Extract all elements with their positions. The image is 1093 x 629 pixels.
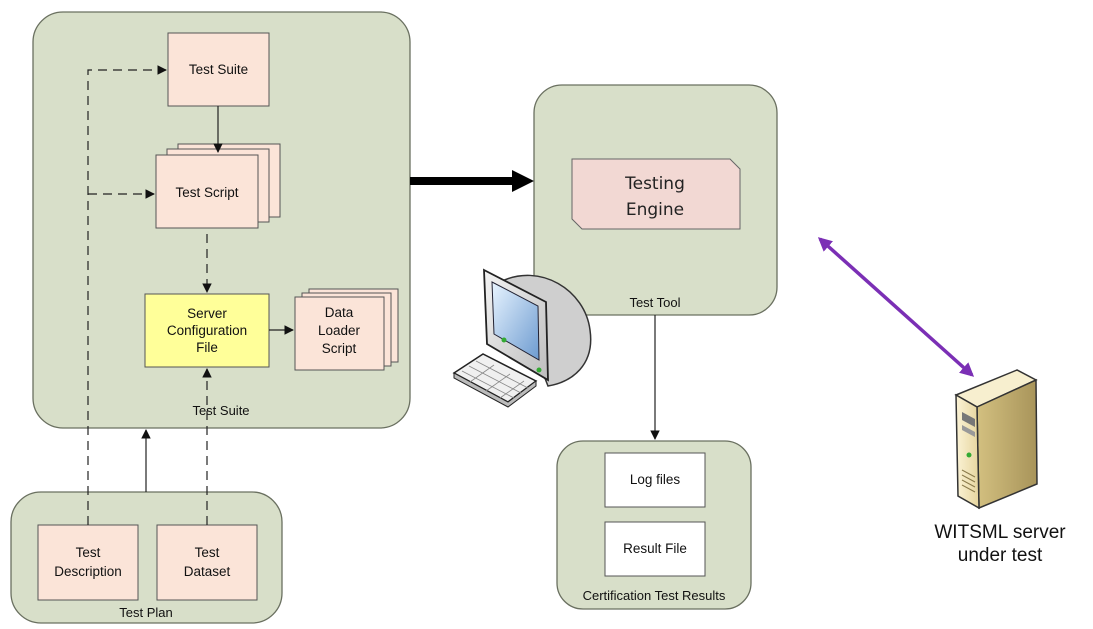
- test-suite-box: Test Suite: [167, 32, 270, 107]
- test-plan-group-caption: Test Plan: [119, 605, 172, 620]
- result-file-box: Result File: [604, 521, 706, 577]
- server-config-line-2: Configuration: [167, 323, 247, 338]
- test-dataset-line-1: Test: [195, 545, 220, 560]
- computer-workstation-icon: [452, 268, 592, 408]
- server-config-box: Server Configuration File: [144, 293, 270, 368]
- testing-engine-line-1: Testing: [624, 174, 685, 194]
- server-tower-icon: [954, 369, 1038, 510]
- test-suite-group-caption: Test Suite: [192, 403, 249, 418]
- server-config-line-3: File: [196, 340, 218, 355]
- data-loader-box: Data Loader Script: [294, 288, 399, 371]
- server-config-line-1: Server: [187, 306, 227, 321]
- data-loader-line-2: Loader: [318, 323, 361, 338]
- test-dataset-line-2: Dataset: [184, 564, 231, 579]
- test-description-line-1: Test: [76, 545, 101, 560]
- server-caption-line-2: under test: [958, 545, 1043, 566]
- test-dataset-box: Test Dataset: [156, 524, 258, 601]
- log-files-label: Log files: [630, 472, 681, 487]
- data-loader-line-1: Data: [325, 305, 354, 320]
- testing-engine-line-2: Engine: [626, 200, 684, 220]
- results-group-caption: Certification Test Results: [583, 588, 726, 603]
- test-description-box: Test Description: [37, 524, 139, 601]
- test-script-box-label: Test Script: [175, 185, 238, 200]
- server-caption-line-1: WITSML server: [934, 522, 1066, 543]
- test-script-box: Test Script: [155, 143, 281, 229]
- result-file-label: Result File: [623, 541, 687, 556]
- test-tool-group-caption: Test Tool: [629, 295, 680, 310]
- data-loader-line-3: Script: [322, 341, 357, 356]
- arrow-suite-to-tool: [410, 170, 534, 192]
- double-arrow-tool-server: [817, 237, 975, 377]
- log-files-box: Log files: [604, 452, 706, 508]
- test-description-line-2: Description: [54, 564, 122, 579]
- testing-engine-box: Testing Engine: [571, 158, 741, 230]
- test-suite-box-label: Test Suite: [189, 62, 248, 77]
- arrow-description-to-suite: [87, 65, 167, 525]
